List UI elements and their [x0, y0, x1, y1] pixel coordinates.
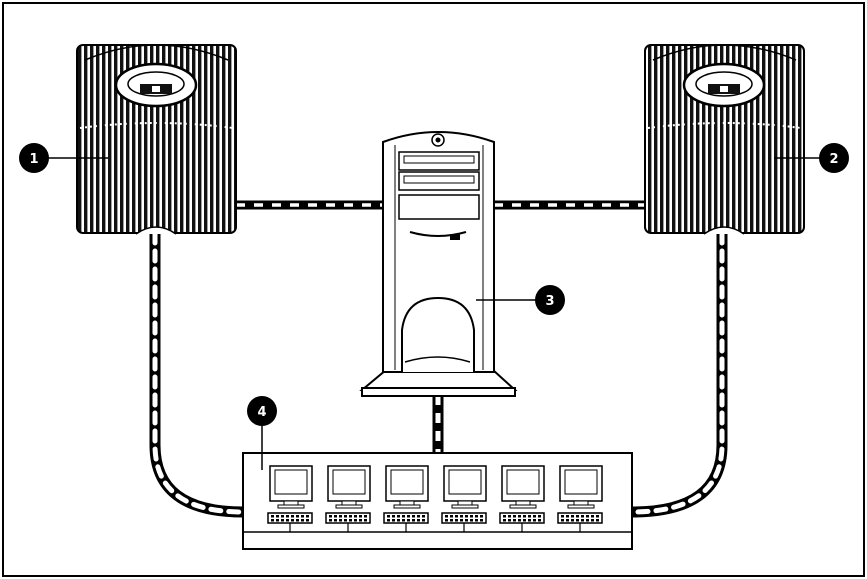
workstation-group — [267, 465, 603, 532]
monitor-keyboard-icon — [499, 465, 545, 532]
callout-3: 3 — [476, 285, 565, 315]
cables — [149, 200, 728, 518]
callout-3-label: 3 — [545, 294, 554, 309]
monitor-keyboard-icon — [325, 465, 371, 532]
callout-2-label: 2 — [829, 152, 838, 167]
monitor-keyboard-icon — [383, 465, 429, 532]
tower-server-icon — [359, 131, 518, 397]
callout-1-label: 1 — [29, 152, 38, 167]
ups-icon-left — [76, 44, 237, 235]
ups-icon-right — [644, 44, 805, 235]
cable-ups2-switch — [629, 230, 728, 518]
monitor-keyboard-icon — [267, 465, 313, 532]
callout-2: 2 — [774, 143, 849, 173]
cable-ups1-switch — [149, 230, 246, 518]
monitor-keyboard-icon — [441, 465, 487, 532]
monitor-keyboard-icon — [557, 465, 603, 532]
callout-4: 4 — [247, 396, 277, 470]
callout-1: 1 — [19, 143, 108, 173]
callout-4-label: 4 — [257, 405, 266, 420]
